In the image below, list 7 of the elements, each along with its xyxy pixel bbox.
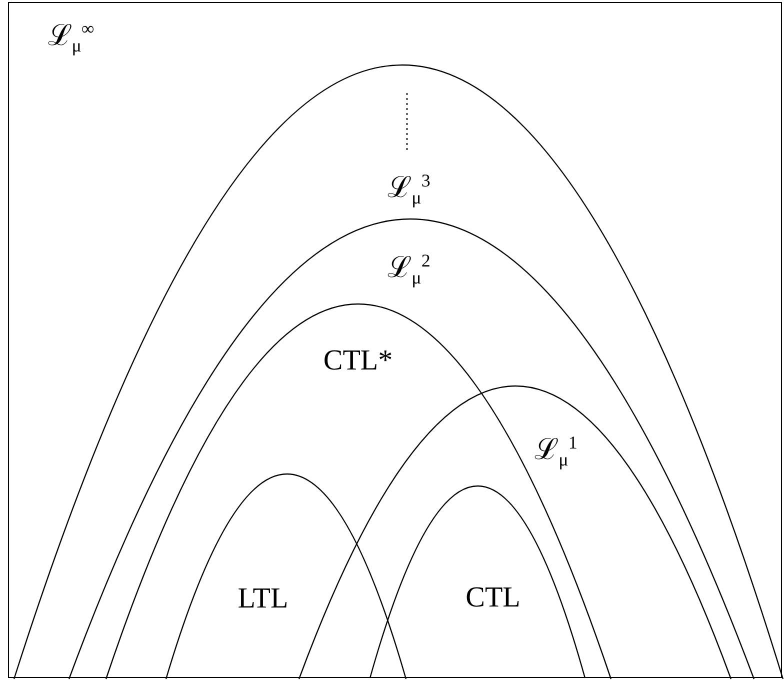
- set-region: [370, 486, 585, 678]
- set-region: [69, 219, 754, 679]
- set-region: [166, 474, 406, 679]
- region-label: CTL: [466, 584, 520, 612]
- region-label: CTL*: [323, 346, 393, 376]
- region-label: LTL: [238, 584, 288, 614]
- set-region: [299, 386, 731, 679]
